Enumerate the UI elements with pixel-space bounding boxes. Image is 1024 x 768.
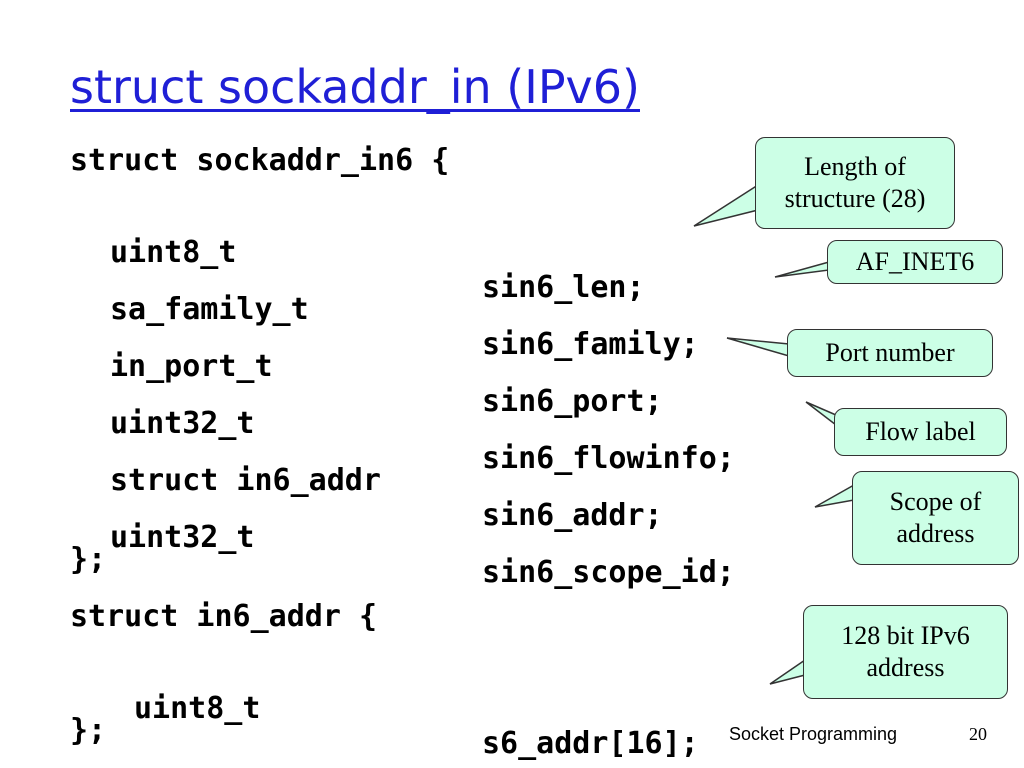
field-row: sa_family_t sin6_family; — [0, 257, 1024, 362]
callout-pointer-len — [693, 183, 759, 227]
callout-scope: Scope of address — [852, 471, 1019, 565]
field-name: sin6_len; — [482, 270, 645, 305]
field-type: in_port_t — [110, 349, 273, 384]
callout-pointer-family — [774, 261, 830, 278]
field-name: sin6_port; — [482, 384, 663, 419]
field-name: sin6_flowinfo; — [482, 441, 735, 476]
struct-sockaddr-in6-close: }; — [70, 542, 107, 577]
field-type: struct in6_addr — [110, 463, 381, 498]
field-row: in_port_t sin6_port; — [0, 314, 1024, 419]
callout-pointer-flow — [805, 401, 837, 427]
field-row: uint32_t sin6_scope_id; — [0, 485, 1024, 590]
field-row: struct in6_addr sin6_addr; — [0, 428, 1024, 533]
field-name: s6_addr[16]; — [482, 726, 699, 761]
callout-flow: Flow label — [834, 408, 1007, 456]
struct-in6-addr-open: struct in6_addr { — [70, 599, 378, 634]
field-name: sin6_addr; — [482, 498, 663, 533]
callout-family: AF_INET6 — [827, 240, 1003, 284]
field-name: sin6_scope_id; — [482, 555, 735, 590]
struct-sockaddr-in6-open: struct sockaddr_in6 { — [70, 143, 450, 178]
field-type: uint32_t — [110, 406, 255, 441]
callout-pointer-scope — [814, 483, 855, 508]
field-type: uint32_t — [110, 520, 255, 555]
callout-length: Length of structure (28) — [755, 137, 955, 229]
field-row: uint8_t sin6_len; — [0, 200, 1024, 305]
field-type: sa_family_t — [110, 292, 309, 327]
field-type: uint8_t — [134, 691, 261, 726]
slide-title: struct sockaddr_in (IPv6) — [70, 60, 640, 114]
callout-port: Port number — [787, 329, 993, 377]
callout-pointer-addr — [769, 658, 806, 685]
field-name: sin6_family; — [482, 327, 699, 362]
callout-addr: 128 bit IPv6 address — [803, 605, 1008, 699]
struct-in6-addr-close: }; — [70, 713, 107, 748]
footer-label: Socket Programming — [729, 724, 898, 744]
page-number: 20 — [969, 724, 987, 744]
field-type: uint8_t — [110, 235, 237, 270]
callout-pointer-port — [726, 337, 790, 357]
field-row: uint32_t sin6_flowinfo; — [0, 371, 1024, 476]
field-row: uint8_t s6_addr[16]; — [0, 656, 1024, 761]
